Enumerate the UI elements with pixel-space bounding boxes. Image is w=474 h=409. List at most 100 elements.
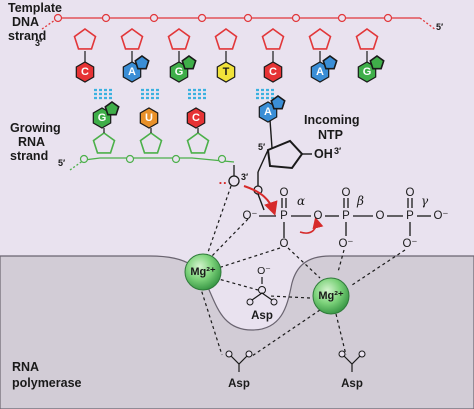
template-base-ring-small xyxy=(369,55,385,70)
template-label-line2: DNA xyxy=(12,15,39,29)
template-base-G-2: G xyxy=(169,55,197,83)
template-phosphate xyxy=(291,13,301,23)
template-base-ring-small xyxy=(134,55,150,70)
phosphate-beta: P xyxy=(342,210,350,222)
template-base-letter: C xyxy=(269,66,277,78)
growing-label-line2: RNA xyxy=(18,135,45,149)
rna-phosphate xyxy=(217,154,227,164)
alpha-label: α xyxy=(297,194,305,208)
asp-residue-top: O⁻ Asp xyxy=(246,265,278,322)
rna-phosphate xyxy=(79,154,89,164)
template-sugar xyxy=(261,28,285,50)
template-base-ring xyxy=(216,61,236,83)
template-base-letter: T xyxy=(223,66,230,78)
growing-label-line1: Growing xyxy=(10,121,61,135)
mg-ion-left-label: Mg²⁺ xyxy=(190,266,216,278)
asp-right-label: Asp xyxy=(341,378,363,390)
phosphate-gamma: P xyxy=(406,210,414,222)
asp-left-label: Asp xyxy=(228,378,250,390)
bond-break-arrow xyxy=(299,216,324,234)
template-sugar xyxy=(214,28,238,50)
template-5prime: 5′ xyxy=(436,22,443,32)
template-phosphate xyxy=(243,13,253,23)
template-base-letter: C xyxy=(81,66,89,78)
polymerase-label-line2: polymerase xyxy=(12,376,82,390)
alpha-o-minus: O⁻ xyxy=(242,210,257,222)
template-base-letter: G xyxy=(363,66,372,78)
template-phosphate xyxy=(337,13,347,23)
template-base-ring-small xyxy=(322,55,338,70)
coordination-bonds xyxy=(199,185,406,357)
ntp-base-A-0: A xyxy=(258,95,286,123)
mg-ion-right-label: Mg²⁺ xyxy=(318,290,344,302)
gamma-o-minus-bottom: O⁻ xyxy=(402,238,417,250)
rna-base-G-0: G xyxy=(92,101,120,129)
template-base-ring-small xyxy=(181,55,197,70)
asp-top-o-minus: O⁻ xyxy=(257,265,271,277)
rna-base-letter: U xyxy=(145,112,153,124)
mg-ion-left: Mg²⁺ xyxy=(184,253,222,291)
beta-label: β xyxy=(356,194,364,208)
incoming-label-line1: Incoming xyxy=(304,113,360,127)
rna-base-ring-small xyxy=(104,101,120,116)
rna-base-U-1: U xyxy=(139,107,159,129)
template-base-ring xyxy=(263,61,283,83)
ntp-5prime: 5′ xyxy=(258,142,265,152)
template-dna-backbone xyxy=(41,13,437,62)
growing-label-line3: strand xyxy=(10,149,48,163)
template-phosphate xyxy=(197,13,207,23)
gamma-o-minus-right: O⁻ xyxy=(433,210,448,222)
template-base-C-0: C xyxy=(75,61,95,83)
template-label-line1: Template xyxy=(8,1,62,15)
template-base-letter: A xyxy=(128,66,136,78)
ntp-base-letter: A xyxy=(264,106,272,118)
template-sugar xyxy=(73,28,97,50)
gamma-label: γ xyxy=(421,194,429,208)
template-base-letter: G xyxy=(175,66,184,78)
template-sugar xyxy=(120,28,144,50)
rna-sugar xyxy=(186,132,210,154)
template-phosphate xyxy=(53,13,63,23)
incoming-label-line2: NTP xyxy=(318,128,343,142)
template-base-A-5: A xyxy=(310,55,338,83)
alpha-oxo: O xyxy=(280,187,289,199)
rna-5prime: 5′ xyxy=(58,158,65,168)
phosphate-alpha: P xyxy=(280,210,288,222)
template-sugar xyxy=(355,28,379,50)
template-base-T-3: T xyxy=(216,61,236,83)
rna-3prime-oxygen xyxy=(228,175,240,187)
rna-base-letter: C xyxy=(192,112,200,124)
template-3prime: 3′ xyxy=(35,38,42,48)
polymerase-label-line1: RNA xyxy=(12,360,39,374)
template-sugar xyxy=(308,28,332,50)
rna-sugar xyxy=(139,132,163,154)
bridge-oxygen-2: O xyxy=(376,210,385,222)
rna-sugar xyxy=(92,132,116,154)
beta-oxo: O xyxy=(342,187,351,199)
attack-arrow xyxy=(243,185,278,216)
rna-phosphate xyxy=(171,154,181,164)
beta-o-minus: O⁻ xyxy=(338,238,353,250)
rna-base-ring xyxy=(186,107,206,129)
alpha-bottom-oxygen: O xyxy=(280,238,289,250)
asp-residue-right: Asp xyxy=(338,350,366,390)
ntp-base-ring-small xyxy=(270,95,286,110)
asp-residue-left: Asp xyxy=(225,350,253,390)
asp-top-label: Asp xyxy=(251,310,273,322)
rna-3prime: 3′ xyxy=(241,172,248,182)
ntp-3prime-oh: OH xyxy=(314,147,333,161)
template-phosphate xyxy=(101,13,111,23)
mg-ion-right: Mg²⁺ xyxy=(312,277,350,315)
template-phosphate xyxy=(383,13,393,23)
gamma-oxo: O xyxy=(406,187,415,199)
template-label-line3: strand xyxy=(8,29,46,43)
ntp-3prime: 3′ xyxy=(334,146,341,156)
triphosphate: O P α O⁻ O O O P β O⁻ O O P γ O⁻ O⁻ xyxy=(242,187,448,250)
incoming-ntp xyxy=(253,119,312,211)
template-phosphate xyxy=(149,13,159,23)
bridge-oxygen-1: O xyxy=(314,210,323,222)
ntp-base: A xyxy=(258,95,286,123)
